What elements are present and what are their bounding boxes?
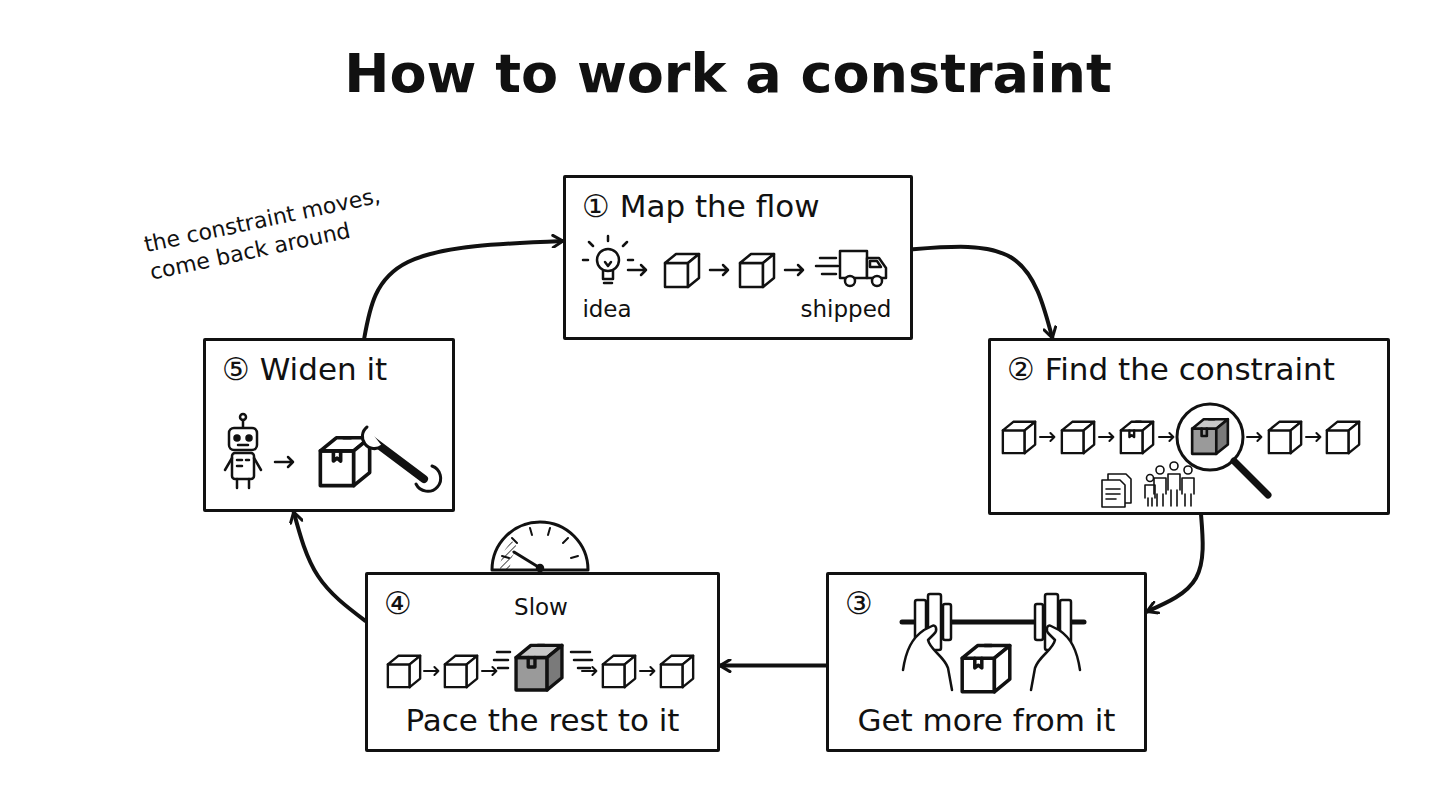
box-heading: ① Map the flow (582, 188, 894, 225)
process-box: ⑤ Widen it (203, 338, 455, 512)
constraint-illustration (1003, 404, 1359, 507)
lift-illustration (902, 594, 1084, 692)
box-heading: ⑤ Widen it (222, 351, 436, 388)
widen-illustration (225, 414, 441, 491)
cycle-arrow (913, 247, 1052, 338)
cycle-arrow (1147, 515, 1203, 612)
illustration-label: shipped (801, 296, 892, 322)
edge-note: the constraint moves, come back around (137, 167, 451, 289)
flow-illustration (583, 236, 886, 287)
box-caption: Pace the rest to it (384, 702, 701, 739)
cycle-arrow (720, 664, 826, 668)
diagram-title: How to work a constraint (0, 42, 1456, 105)
illustration-label: idea (582, 296, 631, 322)
process-box: ③ Get more from it (826, 572, 1147, 752)
pace-illustration (388, 522, 693, 690)
box-heading: ③ (845, 585, 1128, 622)
box-heading: ② Find the constraint (1007, 351, 1371, 388)
box-caption: Get more from it (845, 702, 1128, 739)
illustration-label: Slow (514, 594, 568, 620)
process-box: ② Find the constraint (988, 338, 1390, 515)
cycle-arrow (364, 241, 563, 338)
cycle-arrow (294, 512, 365, 621)
